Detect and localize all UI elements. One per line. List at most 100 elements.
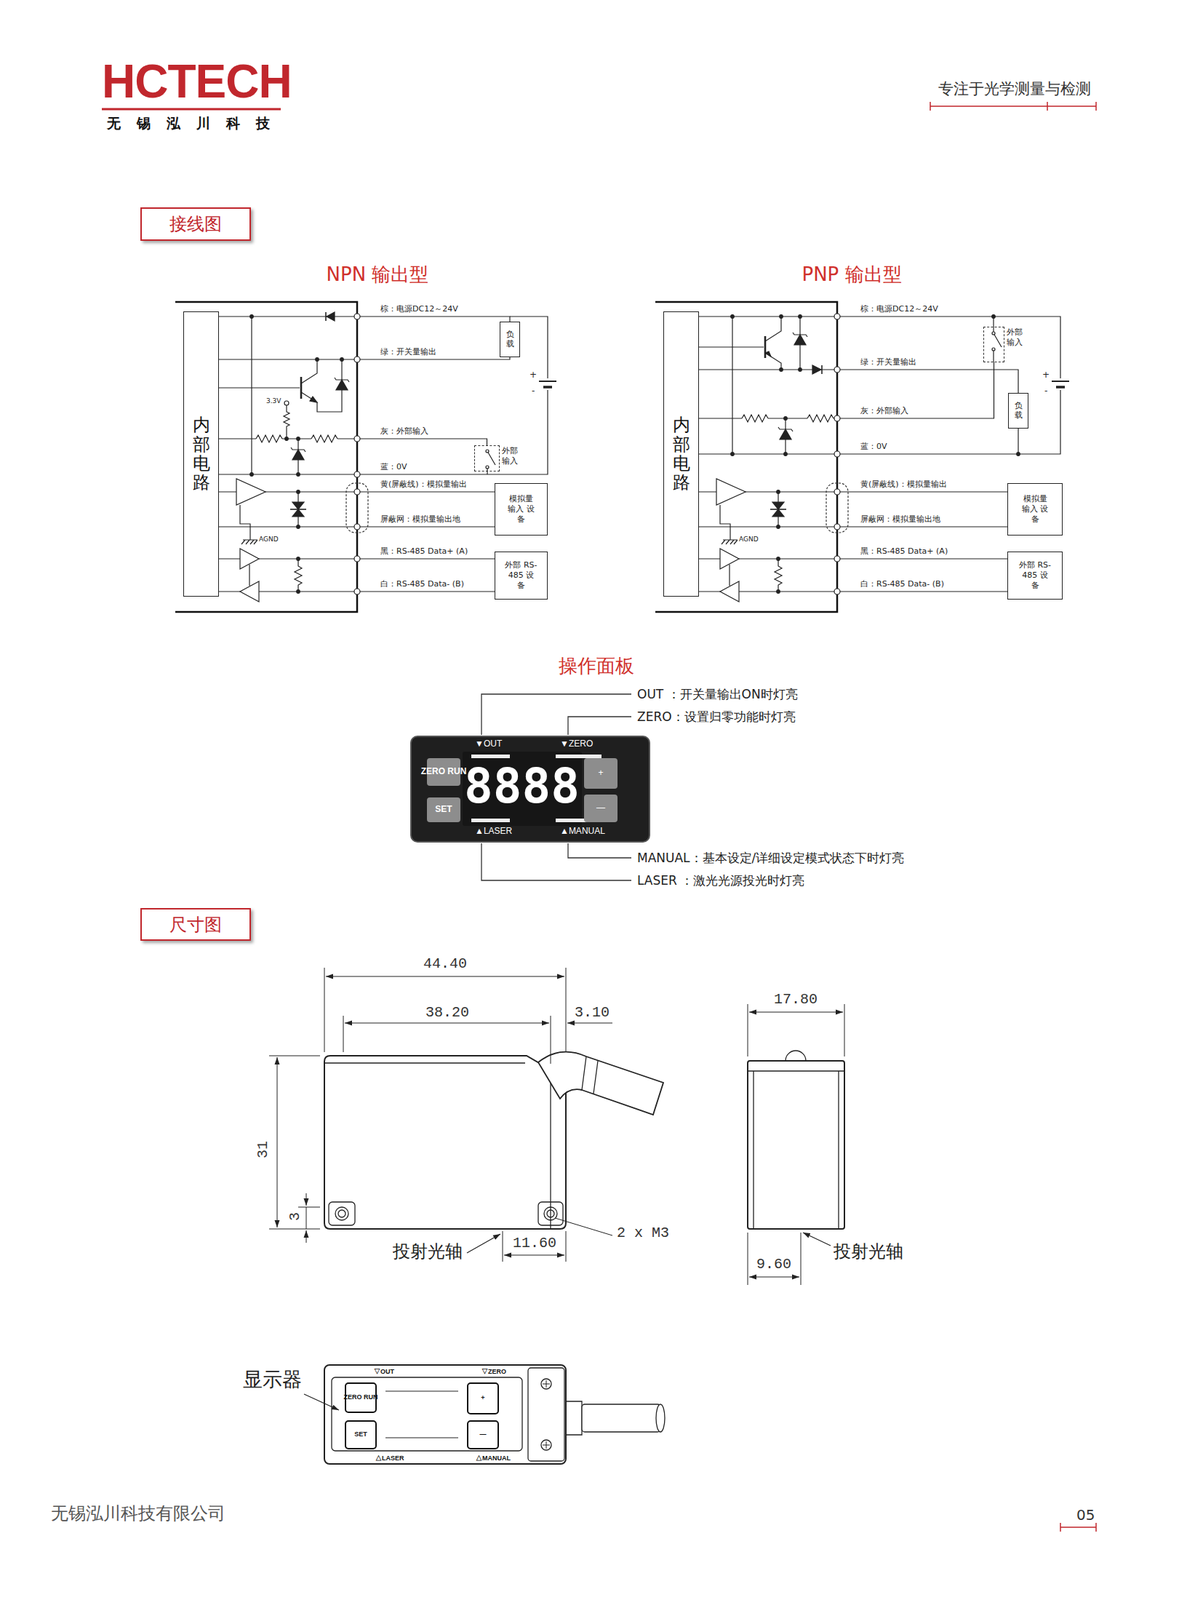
dimension-drawing xyxy=(581,1056,598,1094)
dimension-drawing xyxy=(546,1209,555,1217)
pnp-circuit xyxy=(794,334,806,345)
dimension-drawing xyxy=(749,1011,843,1013)
node-label: 内部电路 xyxy=(672,415,691,493)
label: 棕：电源DC12～24V xyxy=(380,304,459,314)
label: 2 x M3 xyxy=(616,1224,670,1242)
npn-circuit xyxy=(290,447,306,452)
pnp-circuit xyxy=(779,429,792,440)
pnp-circuit xyxy=(731,316,733,454)
internal-circuit-box: 内部电路 xyxy=(663,311,699,597)
pnp-circuit xyxy=(765,316,782,342)
wire xyxy=(698,525,1008,527)
label: 黄(屏蔽线)：模拟量输出 xyxy=(860,479,947,489)
dimension-drawing xyxy=(802,1232,831,1246)
label: 专注于光学测量与检测 xyxy=(938,80,1091,99)
npn-circuit xyxy=(341,359,342,380)
npn-circuit xyxy=(538,380,557,382)
label: MANUAL：基本设定/详细设定模式状态下时灯亮 xyxy=(637,850,905,865)
pnp-circuit xyxy=(779,314,784,319)
wire xyxy=(698,362,995,419)
dimension-drawing xyxy=(747,1232,801,1285)
pnp-circuit xyxy=(992,314,996,319)
dimension-drawing xyxy=(306,1206,307,1229)
label: 3.3V xyxy=(266,397,281,406)
operation-panel: ▼OUT▼ZERO8888▲LASER▲MANUALZERO RUNSET+— xyxy=(410,736,650,842)
npn-circuit xyxy=(354,313,361,320)
npn-circuit xyxy=(218,386,300,388)
label: 操作面板 xyxy=(558,654,635,678)
pnp-circuit xyxy=(764,336,767,358)
node-label: ▽OUT xyxy=(373,1366,395,1377)
label: 05 xyxy=(1076,1505,1095,1524)
pnp-circuit xyxy=(784,452,788,457)
dimension-drawing xyxy=(335,1206,349,1220)
pnp-circuit xyxy=(784,416,788,421)
npn-circuit xyxy=(340,357,345,362)
dimension-drawing xyxy=(306,1192,307,1206)
pnp-circuit xyxy=(1016,452,1021,457)
operation-panel xyxy=(471,754,510,758)
node-label: 模拟量 输入 设备 xyxy=(504,493,538,526)
pnp-circuit xyxy=(792,332,808,337)
section-header: 接线图 xyxy=(140,207,251,241)
dimension-drawing xyxy=(554,1217,613,1236)
dimension-drawing xyxy=(338,1209,346,1217)
node-label: SET xyxy=(434,804,452,814)
npn-circuit xyxy=(485,465,489,469)
analog-device-box: 模拟量 输入 设备 xyxy=(1007,482,1063,536)
npn-circuit xyxy=(315,357,320,362)
label: NPN 输出型 xyxy=(326,263,430,286)
npn-circuit xyxy=(250,314,254,319)
node-label: ▲LASER xyxy=(474,826,513,836)
npn-circuit xyxy=(296,472,301,477)
logo-decoration xyxy=(101,101,1097,1532)
node-label: ▼OUT xyxy=(474,738,502,749)
pnp-circuit xyxy=(799,344,801,370)
dimension-drawing xyxy=(538,1051,664,1115)
dimension-drawing xyxy=(306,1229,307,1243)
pnp-circuit xyxy=(1051,380,1070,382)
wire xyxy=(218,316,510,322)
display-button: — xyxy=(466,1419,499,1449)
node-label: — xyxy=(480,1430,487,1438)
label: LASER ：激光光源投光时灯亮 xyxy=(637,872,805,888)
label: 3 xyxy=(286,1211,305,1221)
pnp-circuit xyxy=(730,452,735,457)
display-button: SET xyxy=(344,1419,377,1449)
npn-circuit xyxy=(311,434,338,443)
dimension-drawing xyxy=(538,1201,563,1225)
label: 投射光轴 xyxy=(392,1240,463,1262)
npn-circuit xyxy=(297,459,299,475)
dimension-drawing xyxy=(749,1276,800,1278)
external-input-switch: 外部 输入 xyxy=(983,326,1005,363)
pnp-circuit xyxy=(741,413,769,423)
node-label: ▲MANUAL xyxy=(560,826,606,836)
node-label: △MANUAL xyxy=(475,1453,511,1463)
label: 无锡泓川科技 xyxy=(106,114,286,132)
npn-circuit xyxy=(485,449,489,453)
dimension-drawing xyxy=(344,1022,550,1024)
node-label: 模拟量 输入 设备 xyxy=(1018,493,1052,526)
label: 31 xyxy=(254,1140,273,1158)
label: OUT ：开关量输出ON时灯亮 xyxy=(637,686,798,702)
operation-panel xyxy=(410,736,650,842)
label: AGND xyxy=(738,535,759,544)
pnp-circuit xyxy=(798,368,803,372)
npn-circuit xyxy=(218,312,557,478)
dimension-drawing xyxy=(343,1015,551,1064)
label: 17.80 xyxy=(773,990,818,1009)
node-label: 尺寸图 xyxy=(169,912,222,937)
pnp-circuit xyxy=(698,346,764,347)
external-input-switch: 外部 输入 xyxy=(474,445,500,472)
wire xyxy=(698,590,1008,592)
bottom-view-body: ▽OUT▽ZERO△LASER△MANUALZERO RUNSET+— xyxy=(324,1364,566,1464)
label: AGND xyxy=(258,535,279,544)
npn-circuit xyxy=(256,434,283,443)
pnp-circuit xyxy=(799,316,801,335)
panel-button: SET xyxy=(426,797,461,822)
npn-circuit xyxy=(354,435,361,442)
label: 44.40 xyxy=(423,954,467,973)
load-box: 负载 xyxy=(499,321,521,358)
label: 灰：外部输入 xyxy=(380,426,429,436)
npn-lower-circuit xyxy=(175,301,369,612)
